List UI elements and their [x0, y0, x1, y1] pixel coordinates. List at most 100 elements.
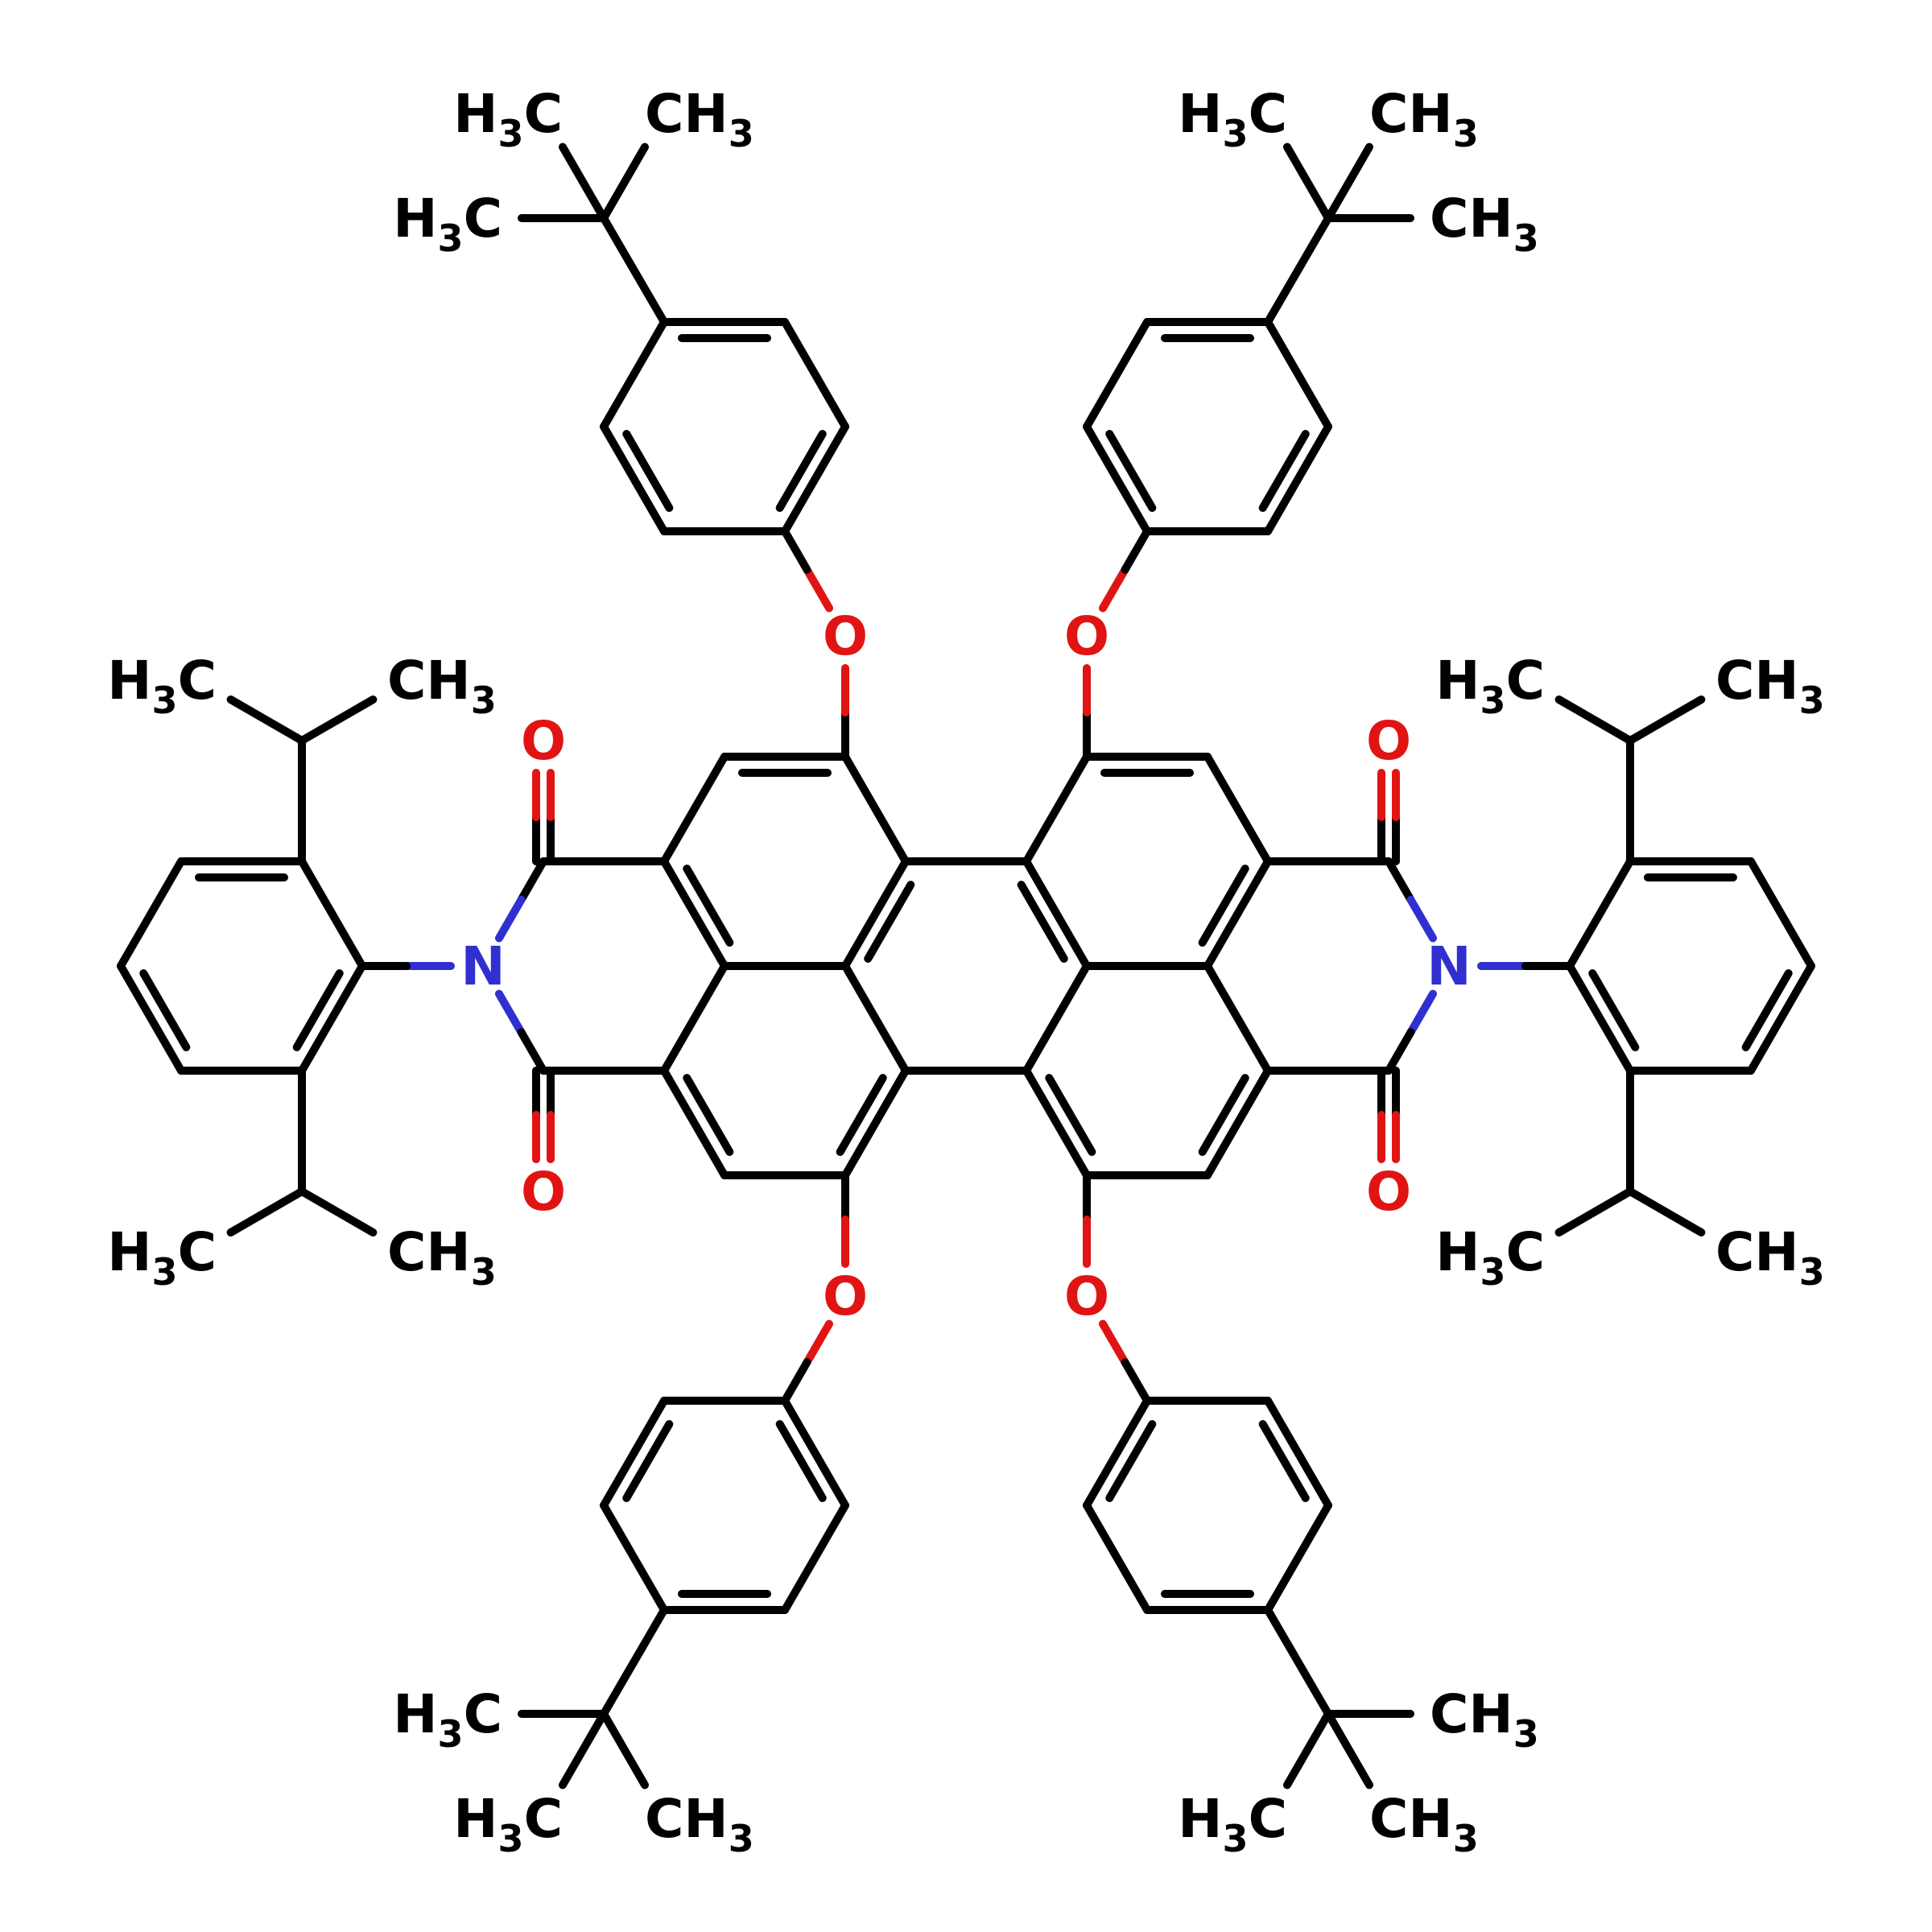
bond-line — [226, 696, 306, 745]
bond-line — [1406, 989, 1437, 1037]
bond-line — [517, 857, 547, 904]
atom-label-h3c: H3C — [1435, 650, 1545, 722]
atom-label-ch3: CH3 — [1369, 83, 1479, 155]
atom-label-h3c: H3C — [107, 1221, 217, 1294]
bond-line — [781, 1501, 849, 1614]
bond-line — [1083, 423, 1151, 535]
atom-label-n: N — [1426, 935, 1471, 997]
bond-line — [495, 989, 526, 1037]
bond-line — [841, 753, 910, 865]
bond-line — [1083, 1501, 1151, 1614]
bond-line — [622, 430, 674, 512]
bond-line — [1105, 430, 1157, 512]
atom-label-ch3: CH3 — [387, 650, 497, 722]
bond-line — [660, 962, 729, 1075]
bond-line — [1264, 318, 1332, 431]
bond-line — [841, 962, 910, 1075]
bond-line — [1264, 1501, 1332, 1614]
bond-line — [660, 1067, 729, 1179]
bond-line — [1105, 1420, 1157, 1502]
bond-line — [1385, 857, 1415, 904]
bond-line — [298, 696, 378, 745]
atom-label-ch3: CH3 — [1430, 188, 1539, 260]
atom-label-o: O — [823, 605, 868, 667]
atom-label-ch3: CH3 — [1430, 1683, 1539, 1756]
atom-label-ch3: CH3 — [1715, 650, 1825, 722]
bond-line — [1121, 1358, 1151, 1405]
bond-line — [1017, 881, 1068, 963]
bond-line — [1264, 423, 1332, 535]
bond-line — [226, 1187, 306, 1236]
bond-line — [1747, 962, 1815, 1075]
bond-line — [1741, 969, 1793, 1051]
bond-line — [1099, 1319, 1129, 1367]
atom-label-h3c: H3C — [453, 83, 563, 155]
atom-label-o: O — [521, 710, 566, 772]
bond-line — [1258, 1420, 1310, 1502]
bond-line — [803, 1319, 833, 1367]
bond-line — [600, 423, 668, 535]
bond-line — [1083, 1397, 1151, 1509]
bond-line — [298, 857, 366, 970]
bond-line — [1554, 1187, 1634, 1236]
bond-line — [1022, 962, 1091, 1075]
bond-line — [559, 1710, 608, 1790]
bond-line — [1198, 865, 1249, 947]
bond-line — [600, 1710, 649, 1790]
bond-line — [1022, 857, 1091, 970]
bond-line — [622, 1420, 674, 1502]
bond-line — [1203, 1067, 1272, 1179]
atom-label-ch3: CH3 — [645, 1788, 754, 1860]
bond-line — [1406, 895, 1437, 943]
bond-line — [1385, 1028, 1415, 1075]
atom-label-ch3: CH3 — [645, 83, 754, 155]
atom-label-o: O — [1064, 605, 1109, 667]
bond-line — [781, 1397, 849, 1509]
atom-label-ch3: CH3 — [1715, 1221, 1825, 1294]
bond-line — [1626, 696, 1706, 745]
atom-label-o: O — [1366, 710, 1411, 772]
bond-line — [1626, 1187, 1706, 1236]
bond-line — [1283, 1710, 1332, 1790]
bond-line — [781, 423, 849, 535]
atom-label-h3c: H3C — [393, 188, 502, 260]
bond-line — [1083, 318, 1151, 431]
bond-line — [298, 962, 366, 1075]
atom-label-o: O — [1366, 1161, 1411, 1223]
bond-line — [117, 962, 185, 1075]
bond-line — [1203, 962, 1272, 1075]
bond-line — [1121, 527, 1151, 574]
bond-line — [1747, 857, 1815, 970]
bond-line — [1203, 857, 1272, 970]
atom-label-o: O — [823, 1265, 868, 1327]
atom-label-ch3: CH3 — [387, 1221, 497, 1294]
bond-line — [298, 1187, 378, 1236]
atom-label-ch3: CH3 — [1369, 1788, 1479, 1860]
bond-line — [117, 857, 185, 970]
atom-label-h3c: H3C — [1435, 1221, 1545, 1294]
bond-line — [1198, 1074, 1249, 1156]
bond-line — [292, 969, 344, 1051]
bond-line — [1324, 142, 1373, 222]
bond-line — [1588, 969, 1640, 1051]
bond-line — [600, 214, 668, 326]
bond-line — [781, 527, 811, 574]
bond-line — [864, 881, 915, 963]
bond-line — [600, 318, 668, 431]
bond-line — [600, 1501, 668, 1614]
atom-label-h3c: H3C — [107, 650, 217, 722]
bond-line — [683, 1074, 734, 1156]
atom-label-h3c: H3C — [1178, 1788, 1287, 1860]
bond-line — [1283, 142, 1332, 222]
bond-line — [517, 1028, 547, 1075]
atom-label-n: N — [460, 935, 505, 997]
bond-line — [1045, 1074, 1096, 1156]
bond-line — [836, 1074, 887, 1156]
bond-line — [600, 1606, 668, 1718]
bond-line — [1258, 430, 1310, 512]
bond-line — [495, 895, 526, 943]
bond-line — [1099, 565, 1129, 613]
atom-label-h3c: H3C — [393, 1683, 502, 1756]
